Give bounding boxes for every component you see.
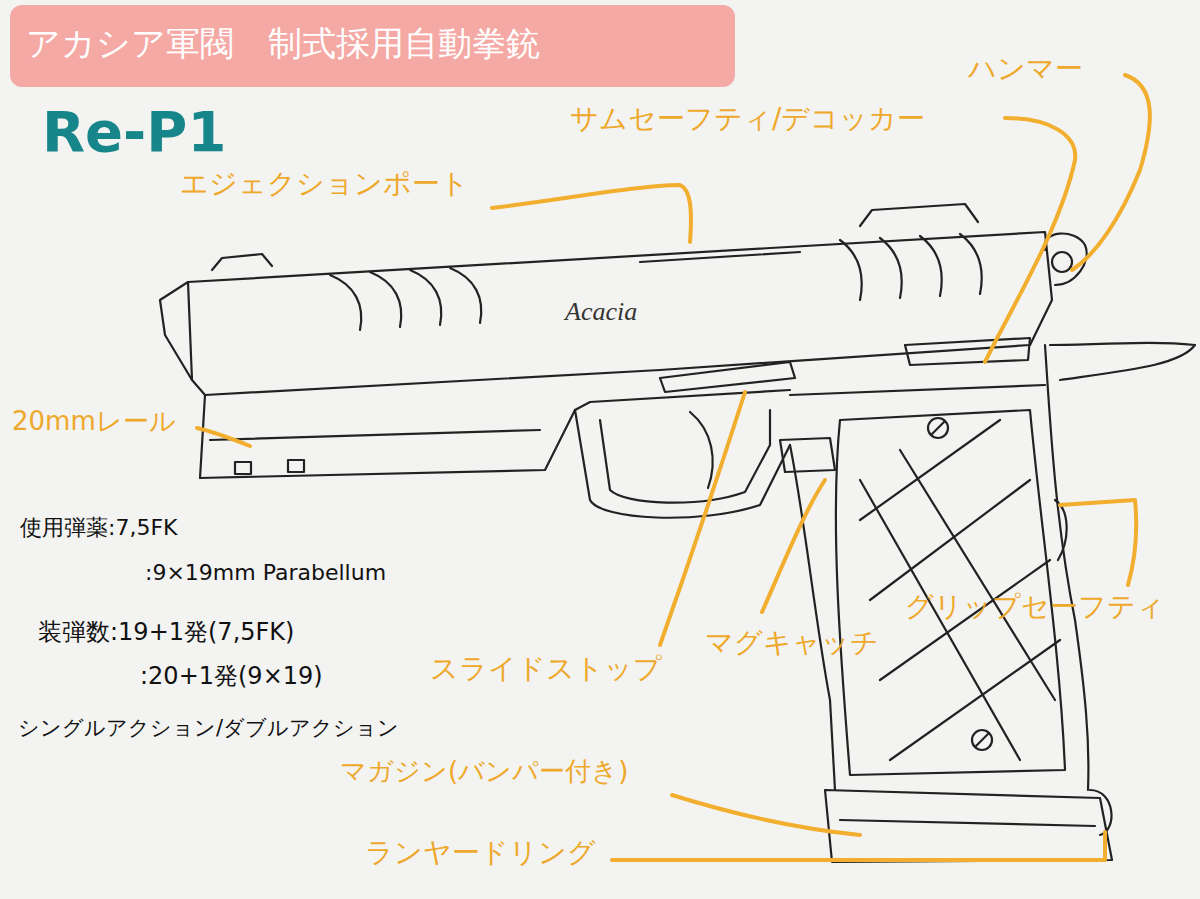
spec-text: 装弾数:19+1発(7,5FK) (38, 618, 294, 647)
spec-text: :20+1発(9×19) (140, 662, 323, 691)
part-label: マガジン(バンパー付き) (340, 756, 628, 787)
engraving-text: Acacia (565, 296, 637, 327)
title-band: アカシア軍閥 制式採用自動拳銃 (10, 5, 735, 87)
part-label: サムセーフティ/デコッカー (570, 102, 925, 136)
spec-text: シングルアクション/ダブルアクション (18, 716, 399, 741)
part-label: 20mmレール (12, 406, 176, 437)
part-label: エジェクションポート (180, 167, 469, 201)
part-label: ランヤードリング (365, 836, 596, 870)
spec-text: :9×19mm Parabellum (145, 560, 386, 586)
part-label: グリップセーフティ (905, 590, 1165, 624)
title-text: アカシア軍閥 制式採用自動拳銃 (26, 23, 540, 64)
part-label: ハンマー (968, 52, 1083, 86)
part-label: マグキャッチ (705, 626, 879, 660)
spec-text: 使用弾薬:7,5FK (20, 515, 177, 541)
part-label: スライドストップ (430, 652, 662, 686)
model-name: Re-P1 (42, 98, 226, 165)
